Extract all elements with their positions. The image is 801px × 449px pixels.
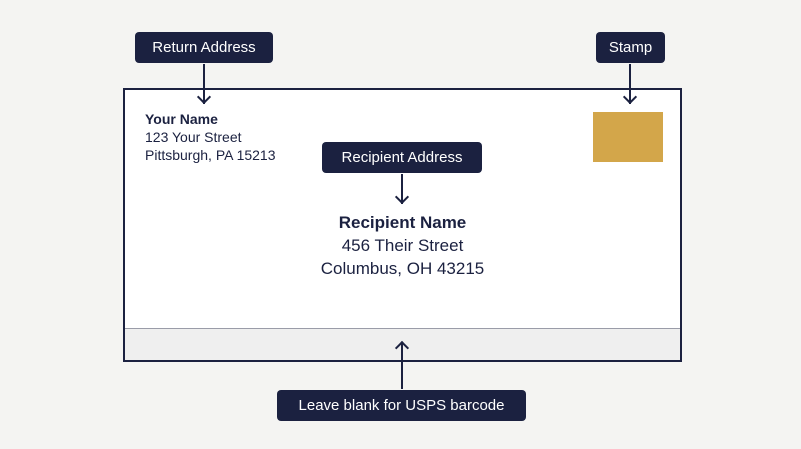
recipient-street: 456 Their Street — [341, 236, 464, 255]
stamp-box — [593, 112, 663, 162]
return-address-block: Your Name 123 Your Street Pittsburgh, PA… — [145, 110, 276, 164]
recipient-city-state-zip: Columbus, OH 43215 — [320, 259, 485, 278]
recipient-address-label: Recipient Address — [322, 142, 482, 173]
barcode-label: Leave blank for USPS barcode — [277, 390, 526, 421]
stamp-label: Stamp — [596, 32, 665, 63]
barcode-arrow-icon — [394, 340, 410, 389]
return-street: 123 Your Street — [145, 129, 242, 145]
return-city-state-zip: Pittsburgh, PA 15213 — [145, 147, 276, 163]
envelope: Your Name 123 Your Street Pittsburgh, PA… — [123, 88, 682, 362]
recipient-address-arrow-icon — [394, 174, 410, 206]
return-address-arrow-icon — [196, 64, 212, 106]
return-name: Your Name — [145, 111, 218, 127]
recipient-name: Recipient Name — [338, 213, 467, 232]
recipient-address-block: Recipient Name 456 Their Street Columbus… — [125, 211, 680, 280]
return-address-label: Return Address — [135, 32, 273, 63]
stamp-arrow-icon — [622, 64, 638, 106]
